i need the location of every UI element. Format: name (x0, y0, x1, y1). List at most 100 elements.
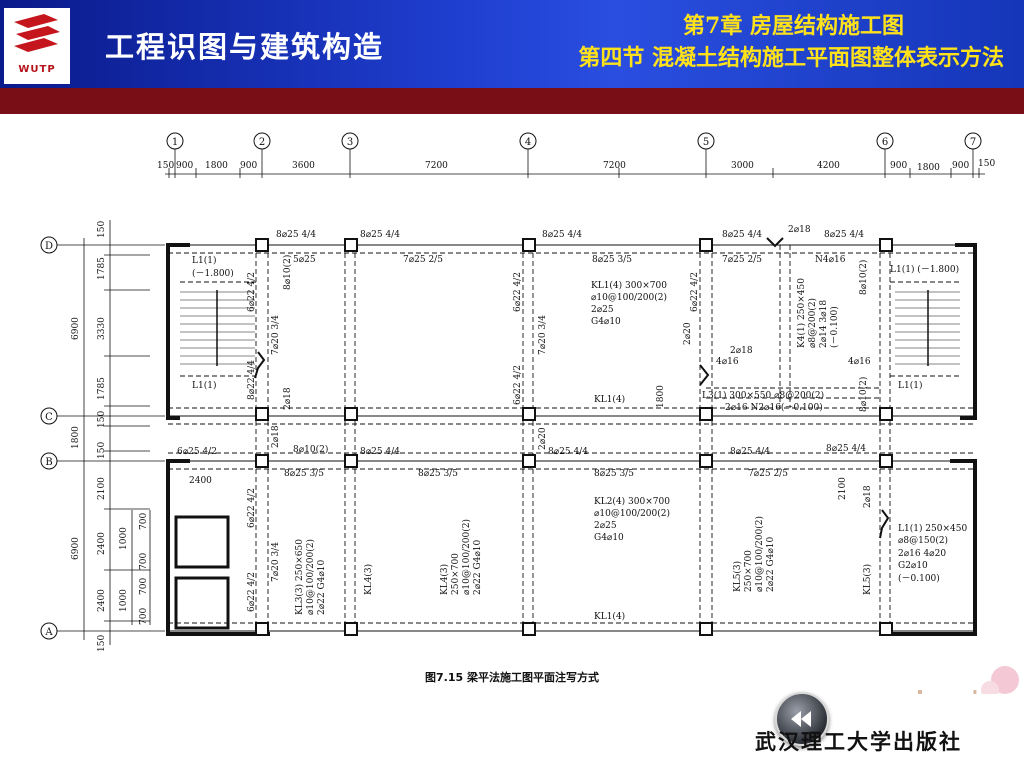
beam-label: (－1.800) (192, 268, 234, 279)
annotation-line: ⌀10@100/200(2) (594, 508, 670, 519)
annotation-line: G2⌀10 (898, 561, 928, 571)
stair-right (895, 290, 960, 366)
book-title: 工程识图与建筑构造 (105, 30, 385, 64)
dim-text: 2400 (97, 589, 107, 612)
beam-label: 6⌀22 4/2 (513, 272, 523, 312)
left-dimensions: 6900 1800 6900 150 1785 3330 1785 150 15… (71, 221, 149, 652)
beam-label: 7⌀20 3/4 (271, 315, 281, 355)
rebar-label: 2⌀20 (683, 322, 693, 345)
beam-label: L1(1) (－1.800) (890, 264, 959, 275)
beam-label: L1(1) (898, 380, 922, 391)
dim-text: 3600 (292, 161, 315, 171)
axis-number: 7 (970, 137, 976, 148)
dim-text: 7200 (603, 161, 626, 171)
kl3-annotation: KL3(3) 250×650 ⌀10@100/200(2) 2⌀22 G4⌀10 (294, 539, 327, 615)
annotation-line: K4(1) 250×450 (796, 278, 807, 348)
beam-label: KL1(4) (594, 611, 625, 622)
annotation-line: G4⌀10 (591, 317, 621, 327)
top-dimensions: 150 900 1800 900 3600 7200 7200 3000 420… (157, 159, 995, 173)
beam-label: 8⌀25 4/4 (548, 447, 588, 457)
dim-text: 2400 (189, 476, 212, 486)
axis-letter: D (45, 241, 53, 252)
back-button[interactable] (775, 692, 829, 746)
dim-text: 700 (139, 513, 149, 530)
axis-letters: D C B A (40, 236, 58, 640)
beam-label: 8⌀25 4/4 (542, 230, 582, 240)
chapter-title: 第7章 房屋结构施工图 (683, 13, 904, 39)
rebar-label: 8⌀10(2) (293, 444, 328, 455)
axis-number: 3 (347, 137, 353, 148)
rebar-label: 8⌀10(2) (282, 255, 293, 290)
publisher-name: 武汉理工大学出版社 (755, 729, 962, 754)
annotation-line: L1(1) 250×450 (898, 523, 967, 534)
annotation-line: 2⌀14 3⌀18 (819, 300, 829, 348)
axis-number: 6 (882, 137, 888, 148)
bottom-beam-labels: 8⌀25 3/5 8⌀25 3/5 8⌀25 3/5 7⌀25 2/5 (284, 469, 788, 479)
columns (255, 238, 893, 636)
dim-text: 700 (139, 578, 149, 595)
logo-text: WUTP (18, 64, 56, 75)
beam-label: 7⌀25 2/5 (722, 255, 762, 265)
beam-label: 8⌀25 4/4 (826, 444, 866, 454)
beam-label: 6⌀22 4/2 (247, 488, 257, 528)
rebar-label: 8⌀10(2) (858, 260, 869, 295)
axis-number: 4 (525, 137, 531, 148)
header-band (0, 88, 1024, 114)
annotation-line: 2⌀22 G4⌀10 (766, 536, 776, 592)
beam-label: 8⌀25 3/5 (594, 469, 634, 479)
beam-label: 8⌀25 3/5 (418, 469, 458, 479)
beam-label: 8⌀25 4/4 (824, 230, 864, 240)
dim-text: 6900 (71, 317, 81, 340)
beam-label: 6⌀22 4/2 (247, 272, 257, 312)
axis-letter: B (45, 457, 52, 468)
kl2-annotation: KL2(4) 300×700 ⌀10@100/200(2) 2⌀25 G4⌀10 (594, 496, 670, 543)
dim-text: 1000 (119, 527, 129, 550)
left-dimension-lines (57, 220, 165, 645)
rebar-label: 2⌀18 (863, 485, 873, 508)
beam-label: 2⌀20 (538, 427, 548, 450)
rebar-label: 2⌀18 (271, 425, 281, 448)
logo-mark-icon (14, 14, 60, 52)
beam-label: 5⌀25 (293, 255, 316, 265)
annotation-line: (－0.100) (829, 306, 840, 348)
kl5-label: KL5(3) (862, 564, 873, 595)
annotation-line: 250×700 (744, 550, 754, 592)
dim-text: 3330 (97, 317, 107, 340)
beam-label: 8⌀25 4/4 (276, 230, 316, 240)
beam-label: 6⌀22 4/2 (690, 272, 700, 312)
dim-text: 150 (97, 411, 107, 428)
k4-annotation: K4(1) 250×450 ⌀8@200(2) 2⌀14 3⌀18 (－0.10… (796, 278, 840, 348)
dim-text: 1785 (97, 257, 107, 280)
beam-label: 8⌀25 4/4 (730, 447, 770, 457)
annotation-line: 2⌀16 4⌀20 (898, 549, 946, 559)
annotation-line: G4⌀10 (594, 533, 624, 543)
beam-label: KL1(4) (594, 394, 625, 405)
annotation-line: KL2(4) 300×700 (594, 496, 670, 507)
dim-text: 1800 (205, 161, 228, 171)
beam-label: 7⌀20 3/4 (271, 542, 281, 582)
beam-label: 8⌀25 4/4 (360, 447, 400, 457)
rebar-label: 8⌀10(2) (858, 377, 869, 412)
top-dimension-line (165, 149, 985, 178)
annotation-line: 2⌀22 G4⌀10 (317, 559, 327, 615)
dim-text: 3000 (731, 161, 754, 171)
mid-beam-labels: 6⌀25 4/2 8⌀25 4/4 2⌀20 8⌀25 4/4 8⌀25 4/4… (177, 427, 866, 457)
beam-label: 8⌀25 3/5 (592, 255, 632, 265)
beam-label: 6⌀22 4/2 (513, 365, 523, 405)
kl4-label: KL4(3) (363, 564, 374, 595)
annotation-line: KL3(3) 250×650 (294, 539, 305, 615)
annotation-line: L3(1) 300×550 ⌀8@200(2) (702, 390, 824, 401)
publisher-logo: WUTP (4, 8, 70, 84)
annotation-line: 2⌀22 G4⌀10 (473, 539, 483, 595)
dim-text: 7200 (425, 161, 448, 171)
beam-label: 2⌀18 (788, 225, 811, 235)
dim-text: 900 (176, 161, 193, 171)
rebar-label: 2⌀18 (730, 346, 753, 356)
beam-label: 7⌀25 2/5 (403, 255, 443, 265)
dim-text: 150 (157, 161, 174, 171)
rewind-icon (791, 711, 811, 727)
axis-number: 5 (703, 137, 709, 148)
beam-label: 7⌀25 2/5 (748, 469, 788, 479)
dim-text: 150 (978, 159, 995, 169)
beam-label: 8⌀25 4/4 (360, 230, 400, 240)
